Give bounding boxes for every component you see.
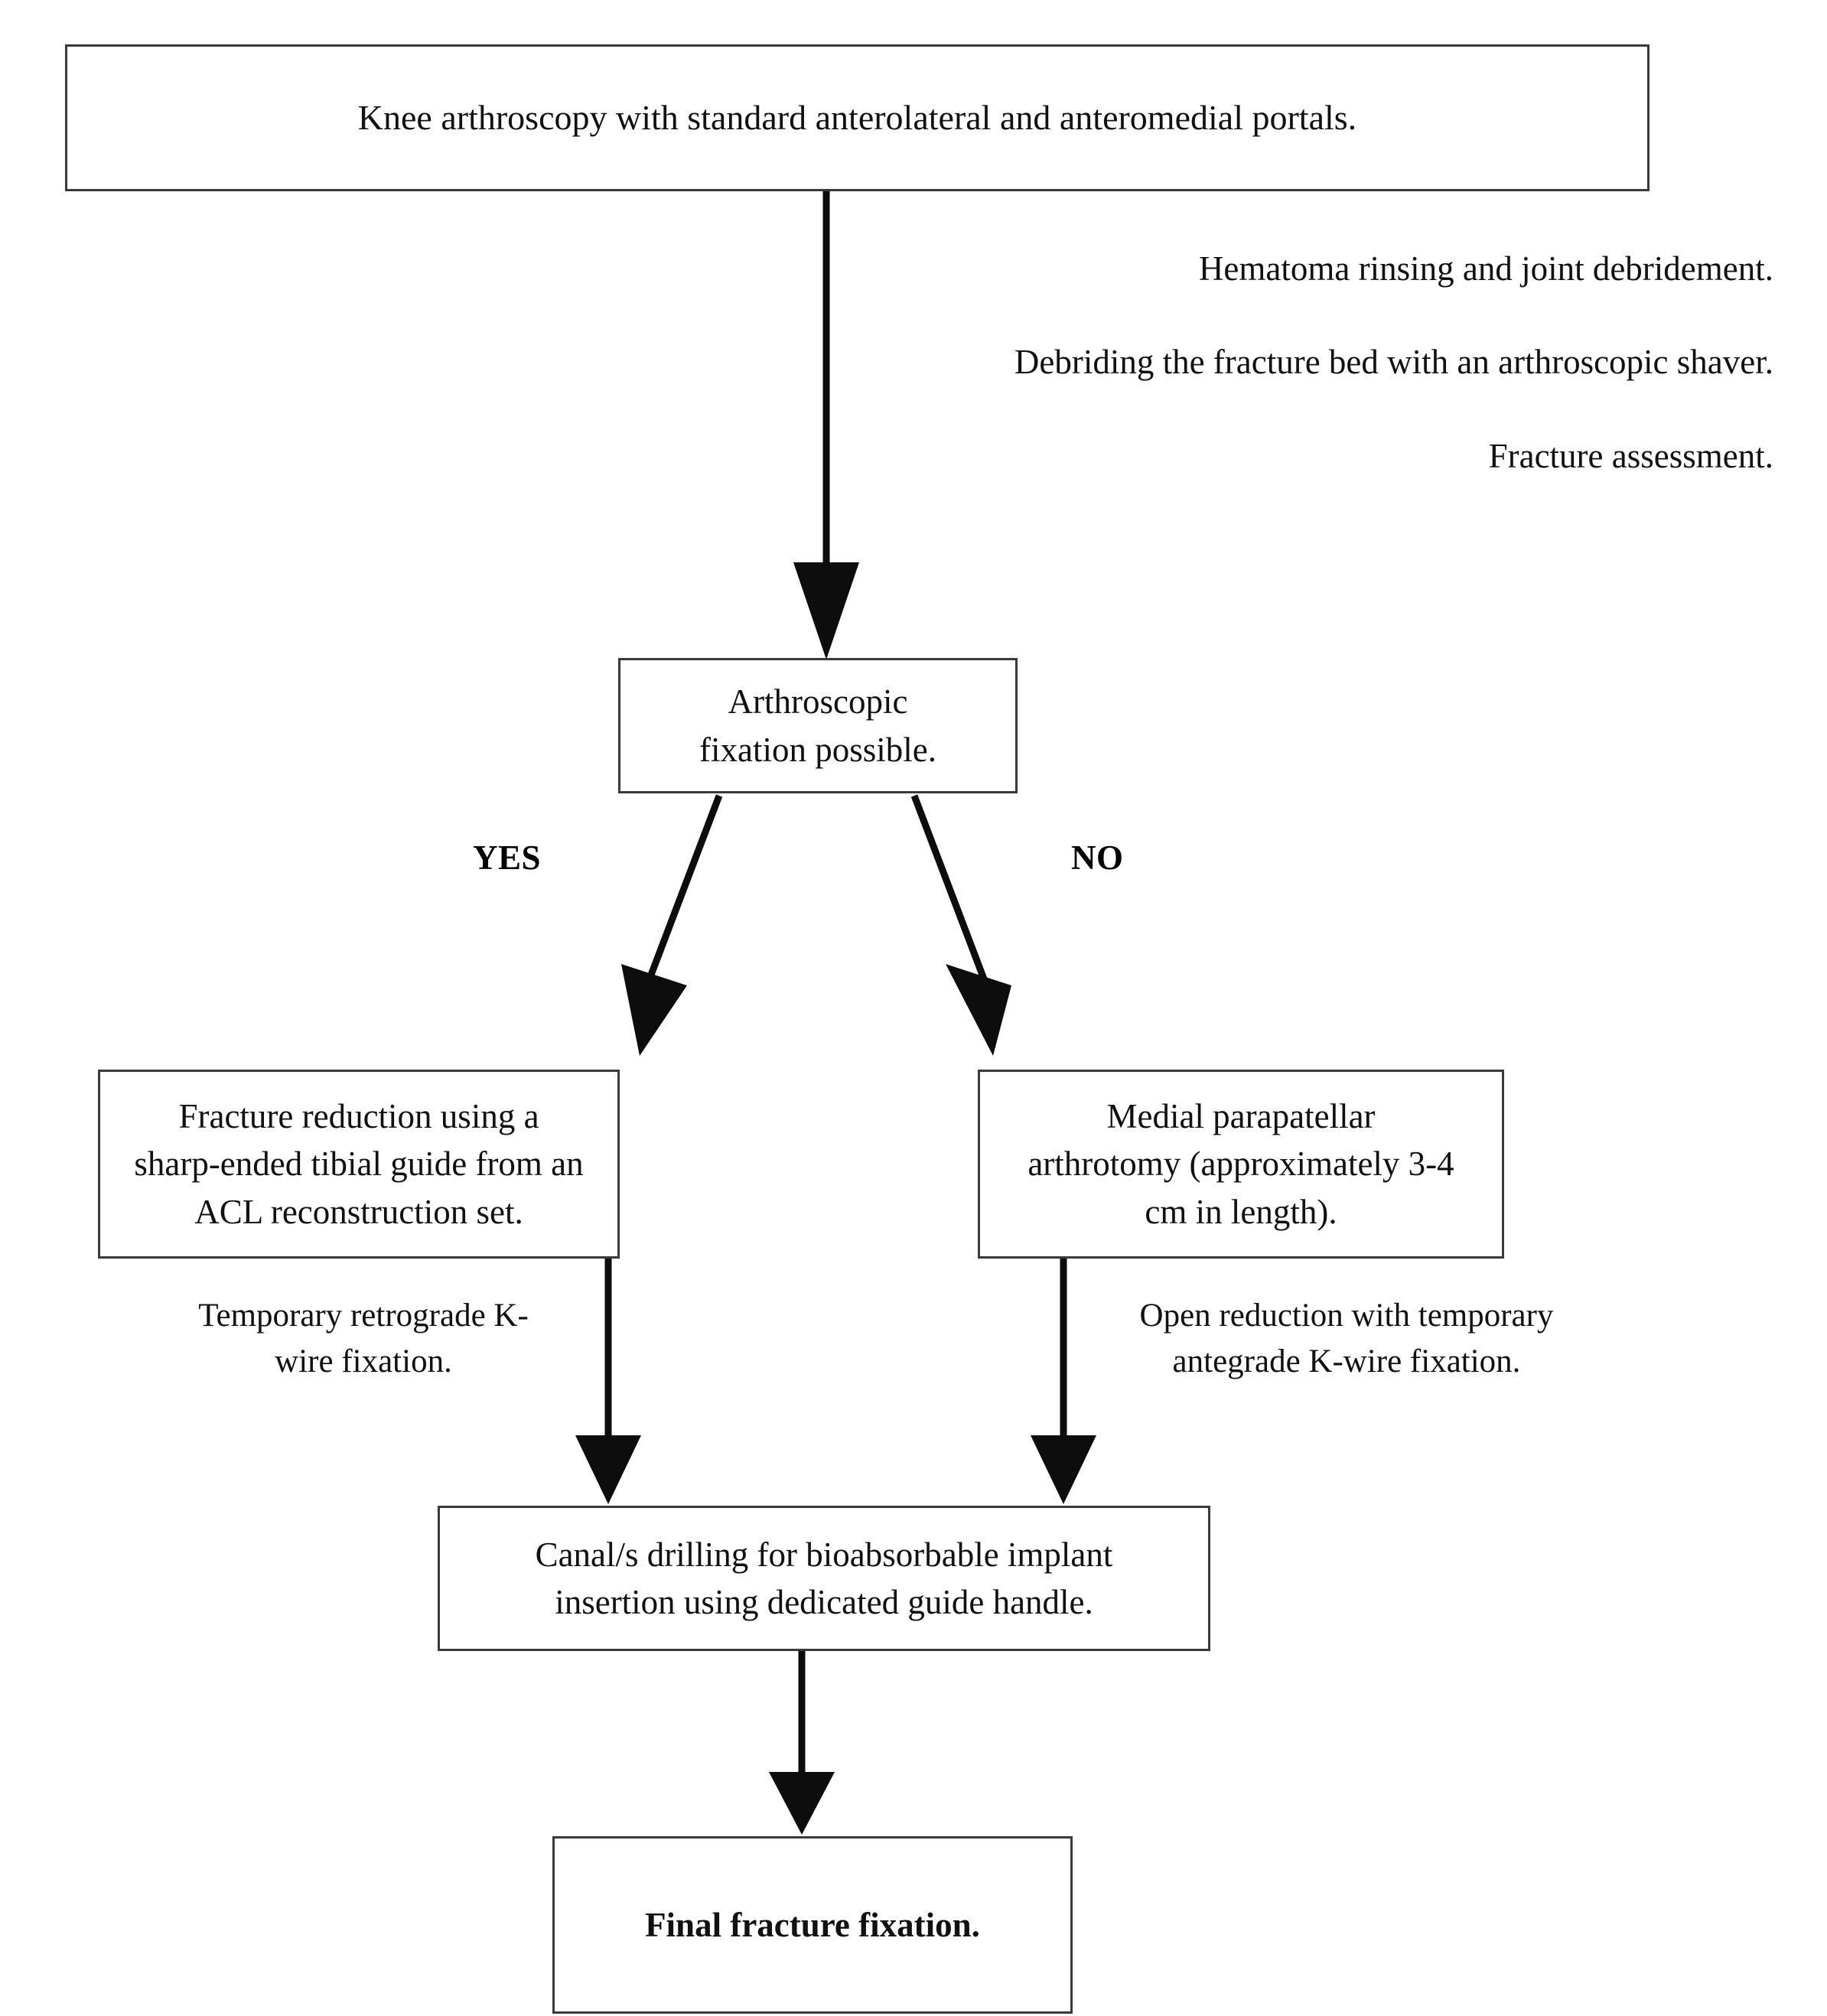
edge-canal-to-final xyxy=(769,1651,835,1835)
annotation-fracture-assessment: Fracture assessment. xyxy=(1488,437,1773,475)
edge-decision-to-yes xyxy=(621,794,723,1056)
annotation-temporary-retrograde-k-wire: Temporary retrograde K- wire fixation. xyxy=(198,1298,529,1380)
edge-no-to-canal xyxy=(1031,1259,1096,1504)
node-knee-arthroscopy-label: Knee arthroscopy with standard anterolat… xyxy=(357,98,1357,138)
node-medial-parapatellar-arthrotomy: Medial parapatellar arthrotomy (approxim… xyxy=(978,1070,1504,1259)
branch-label-yes: YES xyxy=(473,839,542,877)
annotation-debriding-fracture-bed: Debriding the fracture bed with an arthr… xyxy=(1014,343,1773,381)
edge-start-to-decision xyxy=(793,191,859,660)
node-arthroscopic-fixation-possible: Arthroscopic fixation possible. xyxy=(618,658,1018,793)
node-arthroscopic-fixation-possible-label: Arthroscopic fixation possible. xyxy=(699,682,936,769)
node-fracture-reduction-tibial-guide: Fracture reduction using a sharp-ended t… xyxy=(98,1070,620,1259)
edge-decision-to-no xyxy=(910,794,1011,1056)
annotation-hematoma-rinsing: Hematoma rinsing and joint debridement. xyxy=(1198,249,1773,288)
node-knee-arthroscopy: Knee arthroscopy with standard anterolat… xyxy=(65,44,1650,191)
node-canal-drilling: Canal/s drilling for bioabsorbable impla… xyxy=(438,1506,1210,1651)
edge-yes-to-canal xyxy=(575,1259,641,1504)
node-medial-parapatellar-arthrotomy-label: Medial parapatellar arthrotomy (approxim… xyxy=(1027,1097,1454,1231)
node-final-fracture-fixation-label: Final fracture fixation. xyxy=(645,1905,980,1944)
node-final-fracture-fixation: Final fracture fixation. xyxy=(552,1836,1073,2014)
node-fracture-reduction-tibial-guide-label: Fracture reduction using a sharp-ended t… xyxy=(134,1097,584,1231)
node-canal-drilling-label: Canal/s drilling for bioabsorbable impla… xyxy=(535,1535,1113,1621)
annotation-open-reduction-antegrade-k-wire: Open reduction with temporary antegrade … xyxy=(1139,1298,1554,1380)
branch-label-no: NO xyxy=(1071,839,1124,877)
